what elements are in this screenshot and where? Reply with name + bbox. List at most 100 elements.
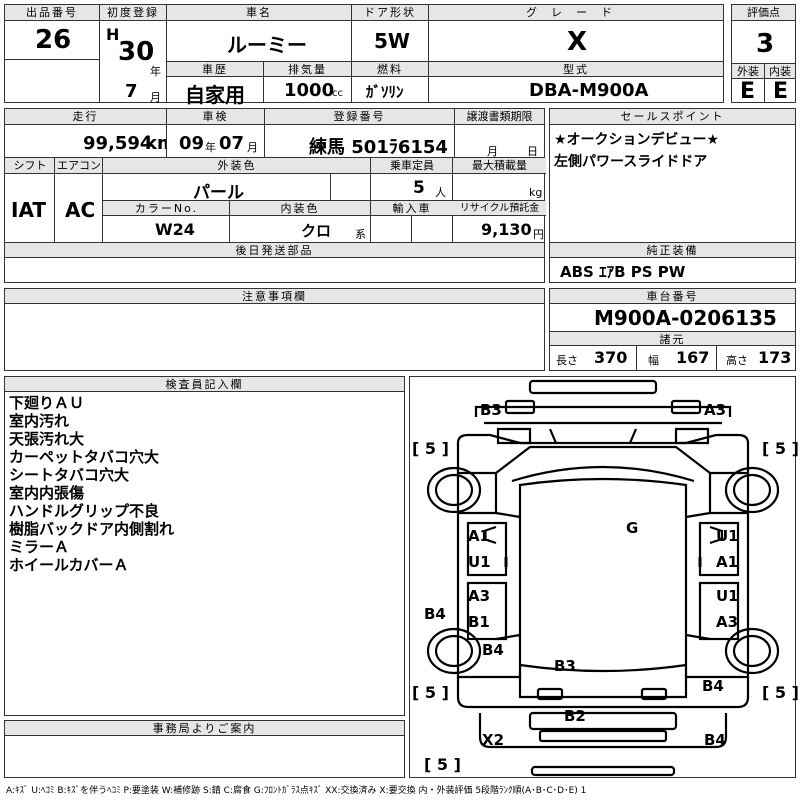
model-value: DBA-M900A <box>529 80 649 101</box>
chassis-cell: 車台番号 M900A-0206135 <box>549 288 796 332</box>
capacity-unit: 人 <box>435 186 446 199</box>
fuel-cell: 燃料 ｶﾞｿﾘﾝ <box>351 61 429 103</box>
mark-a3-right: A3 <box>716 613 739 631</box>
height-label: 高さ <box>726 354 748 367</box>
inspector-note: 室内内張傷 <box>9 484 85 502</box>
fuel-label: 燃料 <box>352 62 428 77</box>
inspector-note: ホイールカバーＡ <box>9 556 129 574</box>
dims-label: 諸元 <box>550 332 795 346</box>
inspection-cell: 車検 09 年 07 月 <box>166 108 265 158</box>
office-notice-cell: 事務局よりご案内 <box>4 720 405 778</box>
sales-line-2: 左側パワースライドドア <box>554 154 708 170</box>
transfer-day-unit: 日 <box>527 145 538 158</box>
door-label: ドア形状 <box>352 5 428 21</box>
car-diagram: [ 5 ] [ 5 ] [ 5 ] [ 5 ] [ 5 ] B3 A3 A1 U… <box>409 376 799 778</box>
history-value: 自家用 <box>185 83 245 107</box>
width-label: 幅 <box>648 354 659 367</box>
month-unit: 月 <box>150 91 161 104</box>
plate-value: 練馬 501ﾗ6154 <box>309 137 448 158</box>
inspector-notes-label: 検査員記入欄 <box>5 377 404 392</box>
door-value: 5W <box>374 29 410 53</box>
score-value: 3 <box>756 29 775 59</box>
transfer-deadline-label: 譲渡書類期限 <box>455 109 544 125</box>
interior-grade-value: E <box>773 79 789 104</box>
displacement-unit: cc <box>332 88 343 99</box>
mark-a1-left: A1 <box>468 527 491 545</box>
mark-b4-left-side: B4 <box>424 605 446 623</box>
mileage-label: 走行 <box>5 109 166 125</box>
displacement-label: 排気量 <box>264 62 351 77</box>
equipment-cell: 純正装備 ABS ｴｱB PS PW <box>549 242 796 283</box>
color-no-value: W24 <box>155 220 195 239</box>
grade-label: グレード <box>429 5 723 21</box>
mark-a3-front: A3 <box>704 401 727 419</box>
int-color-label: 内装色 <box>230 201 370 216</box>
later-parts-label: 後日発送部品 <box>5 243 544 258</box>
mark-b3-front: B3 <box>480 401 502 419</box>
color-no-label: カラーNo. <box>103 201 230 216</box>
lot-number-value: 26 <box>35 25 72 55</box>
score-cell: 評価点 3 <box>731 4 796 64</box>
mark-u1-right-rear: U1 <box>716 587 739 605</box>
mark-a3-left: A3 <box>468 587 491 605</box>
exterior-grade-cell: 外装 E <box>731 63 765 104</box>
int-color-unit: 系 <box>355 228 366 241</box>
mark-b3-rear: B3 <box>554 657 576 675</box>
model-cell: 型式 DBA-M900A <box>428 61 724 103</box>
mark-b4-left-rear: B4 <box>482 641 504 659</box>
recycle-unit: 円 <box>533 228 544 241</box>
transfer-month-unit: 月 <box>487 145 498 158</box>
lot-number-label: 出品番号 <box>5 5 99 21</box>
ac-value: AC <box>65 198 96 222</box>
legend-text: A:ｷｽﾞ U:ﾍｺﾐ B:ｷｽﾞを伴うﾍｺﾐ P:要塗装 W:補修跡 S:錆 … <box>6 786 587 796</box>
color-value: パール <box>193 183 244 203</box>
office-notice-label: 事務局よりご案内 <box>5 721 404 736</box>
inspection-month-unit: 月 <box>247 141 258 154</box>
length-value: 370 <box>594 348 628 367</box>
year-unit: 年 <box>150 65 161 78</box>
tire-front-right-mark: [ 5 ] <box>762 439 799 458</box>
capacity-label: 乗車定員 <box>371 158 453 174</box>
sales-point-label: セールスポイント <box>550 109 795 125</box>
load-label: 最大積載量 <box>453 158 546 174</box>
inspector-note: ハンドルグリップ不良 <box>9 502 160 520</box>
mark-x2-bottom: X2 <box>482 731 505 749</box>
displacement-value: 1000 <box>284 80 335 101</box>
score-label: 評価点 <box>732 5 795 21</box>
ac-label: エアコン <box>55 158 103 174</box>
plate-cell: 登録番号 練馬 501ﾗ6154 <box>264 108 455 158</box>
inspector-note: 下廻りＡＵ <box>9 394 85 412</box>
mark-b1-left: B1 <box>468 613 490 631</box>
mileage-cell: 走行 99,594 km <box>4 108 176 158</box>
mark-g-roof: G <box>626 519 639 537</box>
chassis-label: 車台番号 <box>550 289 795 304</box>
equipment-value: ABS ｴｱB PS PW <box>560 263 686 281</box>
door-cell: ドア形状 5W <box>351 4 429 62</box>
inspector-note: 天張汚れ大 <box>9 430 85 448</box>
inspection-label: 車検 <box>167 109 264 125</box>
car-name-label: 車名 <box>167 5 351 21</box>
chassis-value: M900A-0206135 <box>594 306 777 330</box>
tire-spare-mark: [ 5 ] <box>424 755 461 774</box>
color-label: 外装色 <box>103 158 371 174</box>
shift-label: シフト <box>5 158 55 174</box>
mileage-value: 99,594 <box>83 133 153 154</box>
mark-u1-left: U1 <box>468 553 491 571</box>
capacity-value: 5 <box>413 178 425 198</box>
month-value: 7 <box>125 81 138 102</box>
grade-value: X <box>567 27 588 57</box>
inspector-notes-cell: 検査員記入欄 下廻りＡＵ 室内汚れ 天張汚れ大 カーペットタバコ穴大 シートタバ… <box>4 376 405 716</box>
height-value: 173 <box>758 348 792 367</box>
mark-b2-bottom: B2 <box>564 707 586 725</box>
mark-a1-right: A1 <box>716 553 739 571</box>
inspector-note: 室内汚れ <box>9 412 70 430</box>
first-registration-cell: 初度登録 H 30 年 7 月 <box>99 4 167 104</box>
inspection-year: 09 <box>179 133 205 154</box>
inspector-note: カーペットタバコ穴大 <box>9 448 160 466</box>
first-registration-label: 初度登録 <box>100 5 166 21</box>
shift-value: IAT <box>11 198 47 222</box>
specs-block: シフト エアコン 外装色 乗車定員 最大積載量 IAT AC パール 5 人 k… <box>4 157 546 243</box>
mark-b4-right-rear: B4 <box>702 677 724 695</box>
car-name-cell: 車名 ルーミー <box>166 4 352 62</box>
mark-b4-bottom: B4 <box>704 731 726 749</box>
